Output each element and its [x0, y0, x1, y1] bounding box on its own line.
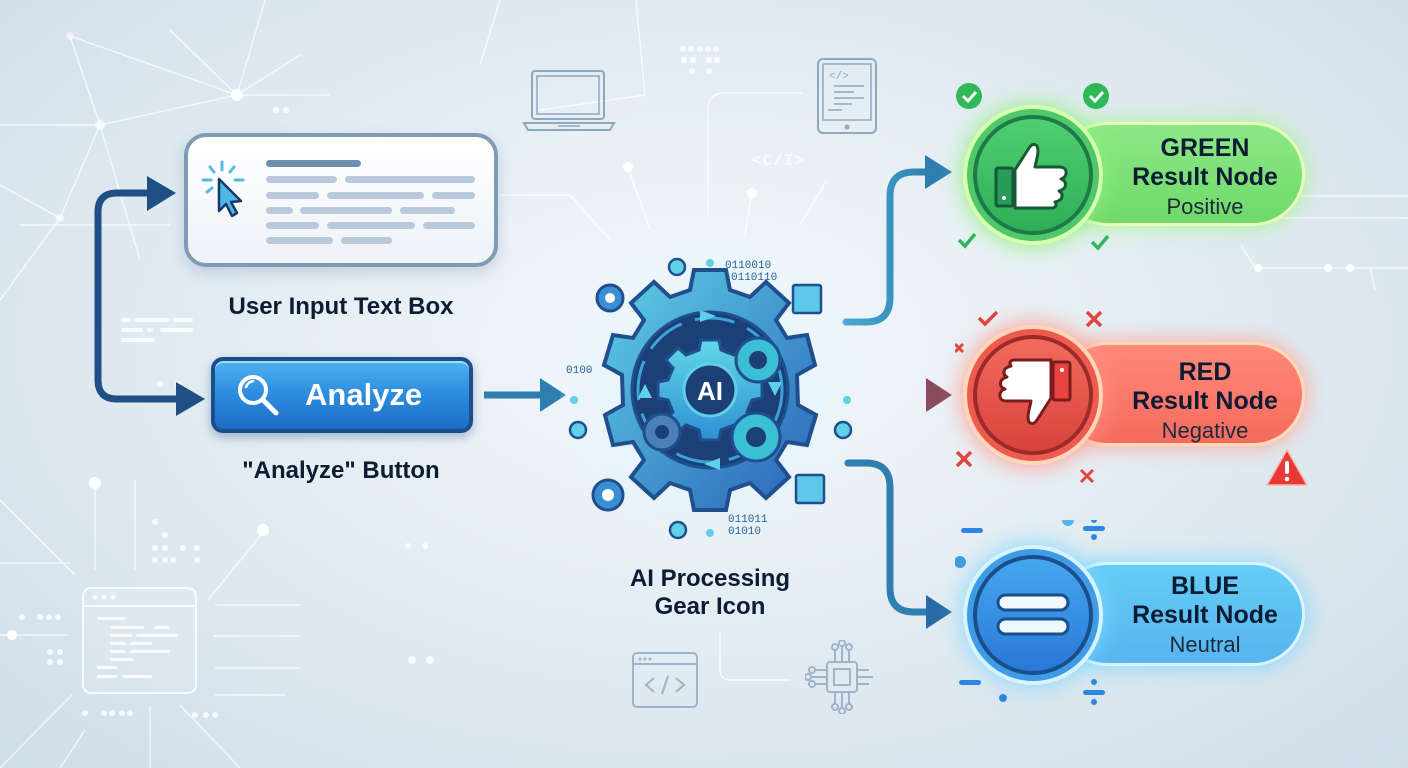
thumbs-down-icon	[998, 358, 1072, 426]
ai-processing-gear: AI	[560, 225, 860, 545]
binary-bottom-1: 011011	[728, 514, 768, 526]
cursor-click-icon	[201, 160, 245, 218]
thumbs-up-icon	[994, 142, 1068, 210]
ai-gear-caption-line1: AI Processing	[629, 565, 791, 592]
equals-icon	[996, 593, 1070, 636]
result-node-title: Result Node	[1132, 163, 1278, 191]
svg-text:</>: </>	[829, 71, 849, 83]
result-node-green[interactable]: GREEN Result Node Positive	[955, 83, 1315, 251]
ai-gear-caption: AI Processing Gear Icon	[580, 565, 840, 621]
laptop-icon	[522, 70, 616, 131]
binary-top-2: 0110110	[731, 272, 777, 284]
result-node-blue[interactable]: BLUE Result Node Neutral	[955, 520, 1315, 705]
ai-gear-caption-line2: Gear Icon	[654, 593, 766, 620]
code-window-icon	[632, 652, 698, 708]
result-node-title: Result Node	[1132, 387, 1278, 415]
result-node-sentiment: Positive	[1166, 194, 1244, 219]
gear-icon: AI	[560, 235, 860, 545]
circuit-chip-icon	[805, 640, 873, 714]
user-input-caption: User Input Text Box	[228, 293, 454, 320]
result-node-color-label: BLUE	[1170, 572, 1240, 600]
result-node-red[interactable]: RED Result Node Negative	[955, 310, 1315, 486]
check-marks-decor	[956, 83, 1110, 251]
analyze-button-caption: "Analyze" Button	[242, 457, 440, 484]
user-input-text-box[interactable]	[184, 133, 498, 267]
binary-left: 0100	[566, 365, 592, 377]
cross-marks-decor	[955, 310, 1103, 484]
code-tag-decor: <C/I>	[752, 152, 806, 170]
tablet-code-icon: </>	[817, 58, 877, 134]
result-node-sentiment: Negative	[1161, 418, 1249, 443]
analyze-button[interactable]: Analyze	[211, 357, 473, 433]
binary-top-1: 0110010	[725, 260, 771, 272]
binary-bottom-2: 01010	[728, 526, 761, 538]
result-node-color-label: RED	[1178, 358, 1232, 386]
result-node-title: Result Node	[1132, 601, 1278, 629]
result-node-color-label: GREEN	[1160, 134, 1250, 162]
ai-center-text: AI	[697, 376, 723, 406]
warning-icon	[1266, 449, 1308, 486]
search-icon	[238, 375, 279, 416]
result-node-sentiment: Neutral	[1169, 632, 1241, 657]
math-symbols-decor	[955, 520, 1105, 705]
analyze-button-label: Analyze	[305, 377, 423, 412]
